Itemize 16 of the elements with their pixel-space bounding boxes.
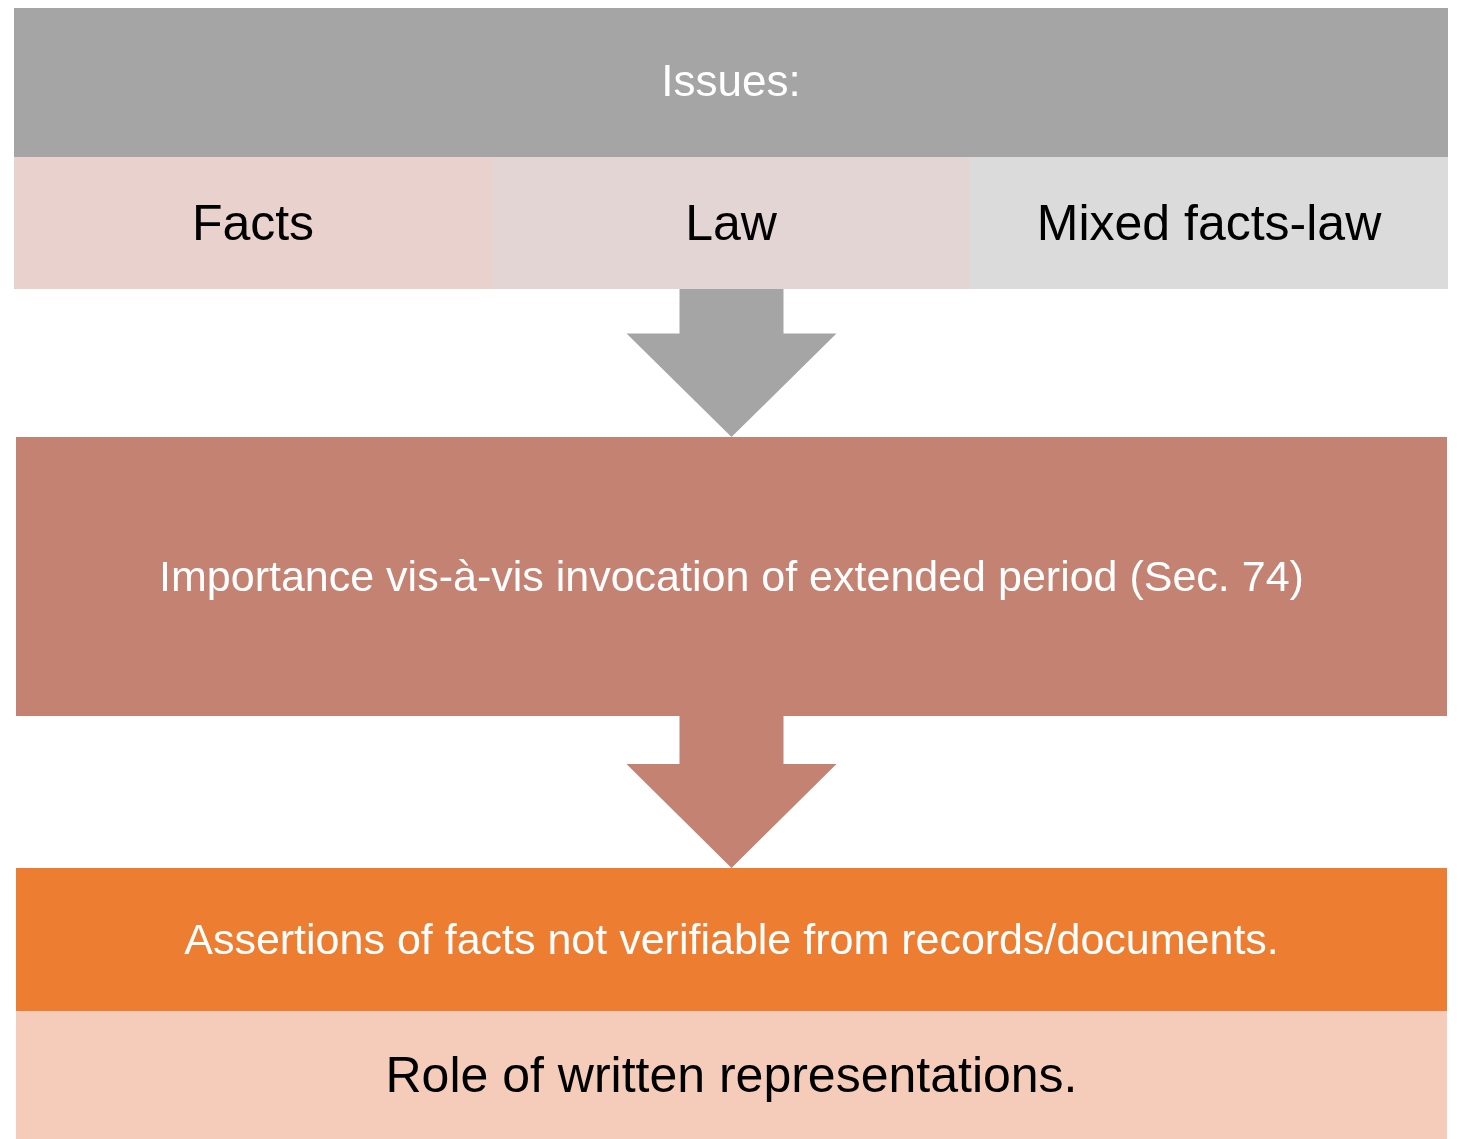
header-panel	[14, 8, 1448, 289]
box-label: Mixed facts-law	[1035, 194, 1383, 252]
process-box	[16, 868, 1447, 1011]
box-label: Importance vis-à-vis invocation of extended period (Sec. 74)	[158, 552, 1305, 601]
box-label: Facts	[190, 194, 316, 252]
category-panel	[492, 157, 970, 289]
box-label: Role of written representations.	[384, 1046, 1079, 1104]
block-arrow	[626, 716, 837, 868]
process-box	[16, 1011, 1447, 1139]
process-box	[16, 437, 1447, 716]
box-label: Law	[684, 194, 778, 252]
box-label: Assertions of facts not verifiable from records/documents.	[183, 915, 1280, 964]
category-panel	[14, 157, 492, 289]
header-label: Issues:	[660, 56, 802, 107]
block-arrow	[626, 289, 837, 437]
category-panel	[970, 157, 1448, 289]
